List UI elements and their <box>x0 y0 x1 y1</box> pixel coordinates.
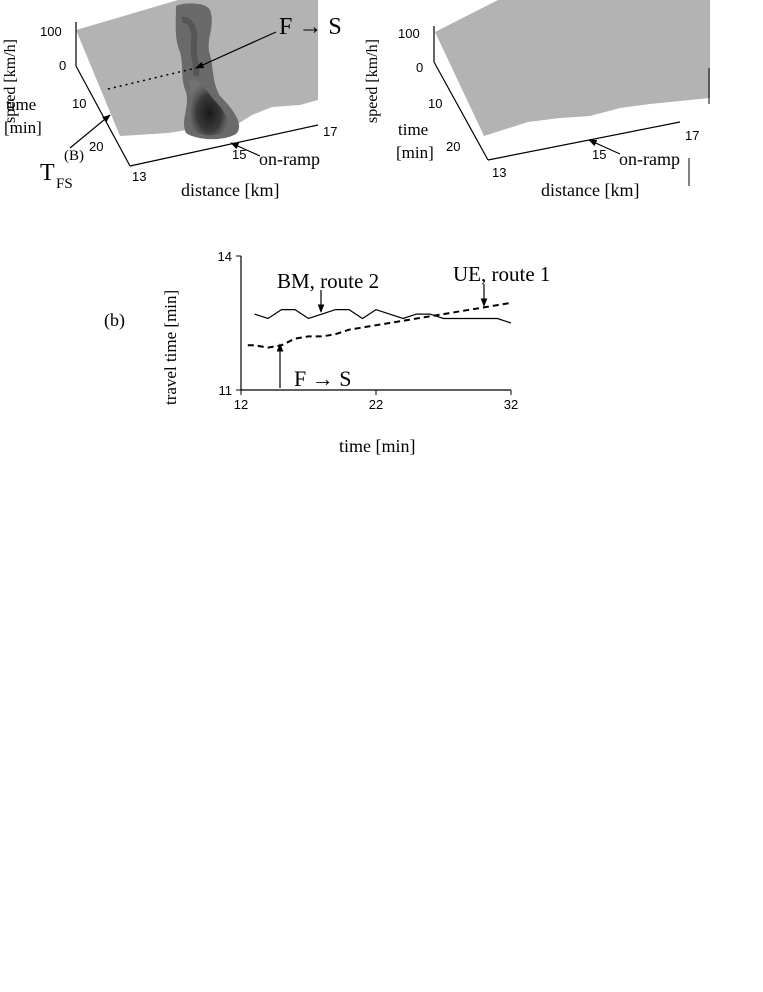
x-tick-label-1: 22 <box>369 397 383 412</box>
left-x-tick-17: 17 <box>323 124 337 139</box>
transition-annotation-label: F → S <box>294 366 351 391</box>
right-y-tick-10: 10 <box>428 96 442 111</box>
right-y-axis <box>433 61 489 161</box>
left-3d-plot: 100 0 speed [km/h] time [min] 10 20 13 1… <box>2 0 342 200</box>
ue-annotation-label: UE, route 1 <box>453 262 550 286</box>
speed-surface-right <box>435 0 710 136</box>
panel-b-label: (b) <box>104 310 125 331</box>
left-T-label: T <box>40 160 55 186</box>
left-onramp-arrow <box>230 142 261 157</box>
right-x-tick-17: 17 <box>685 128 699 143</box>
bm-annotation-label: BM, route 2 <box>277 269 379 293</box>
left-T-arrow <box>69 114 111 149</box>
right-onramp-label: on-ramp <box>619 149 680 169</box>
left-y-tick-10: 10 <box>72 96 86 111</box>
left-x-tick-13: 13 <box>132 169 146 184</box>
left-y-tick-20: 20 <box>89 139 103 154</box>
right-x-axis <box>487 121 681 161</box>
left-transition-label: F → S <box>279 14 342 40</box>
jam-core-left <box>190 79 229 136</box>
left-T-subscript: FS <box>56 176 73 192</box>
left-z-tick-0: 0 <box>59 58 66 73</box>
right-y-label-time: time <box>398 120 428 139</box>
chart-ylabel: travel time [min] <box>161 290 180 405</box>
left-z-tick-100: 100 <box>40 24 62 39</box>
left-y-label-unit: [min] <box>4 118 42 137</box>
right-z-label: speed [km/h] <box>364 39 381 123</box>
right-x-tick-13: 13 <box>492 165 506 180</box>
right-z-tick-0: 0 <box>416 60 423 75</box>
left-x-axis <box>129 124 319 167</box>
left-onramp-label: on-ramp <box>259 149 320 169</box>
right-z-tick-100: 100 <box>398 26 420 41</box>
left-transition-arrow <box>195 31 277 69</box>
series-line-ue-route-1 <box>247 301 512 349</box>
left-y-label-time: time <box>6 95 36 114</box>
left-x-label: distance [km] <box>181 180 279 200</box>
right-x-label: distance [km] <box>541 180 639 200</box>
x-tick-label-2: 32 <box>504 397 518 412</box>
y-tick-label-1: 14 <box>218 249 232 264</box>
left-z-label: speed [km/h] <box>2 39 19 123</box>
right-3d-plot: 100 0 speed [km/h] 10 20 time [min] 13 1… <box>364 0 710 200</box>
chart-series <box>247 301 512 349</box>
chart-ticks: 12 22 32 11 14 <box>218 249 519 412</box>
y-tick-label-0: 11 <box>219 383 233 398</box>
x-tick-label-0: 12 <box>234 397 248 412</box>
series-line-bm-route-2 <box>254 308 512 324</box>
right-onramp-arrow <box>588 139 621 155</box>
left-x-tick-15: 15 <box>232 147 246 162</box>
right-y-tick-20: 20 <box>446 139 460 154</box>
chart-xlabel: time [min] <box>339 436 415 456</box>
right-x-tick-15: 15 <box>592 147 606 162</box>
right-y-label-unit: [min] <box>396 143 434 162</box>
left-T-superscript: (B) <box>64 148 84 164</box>
